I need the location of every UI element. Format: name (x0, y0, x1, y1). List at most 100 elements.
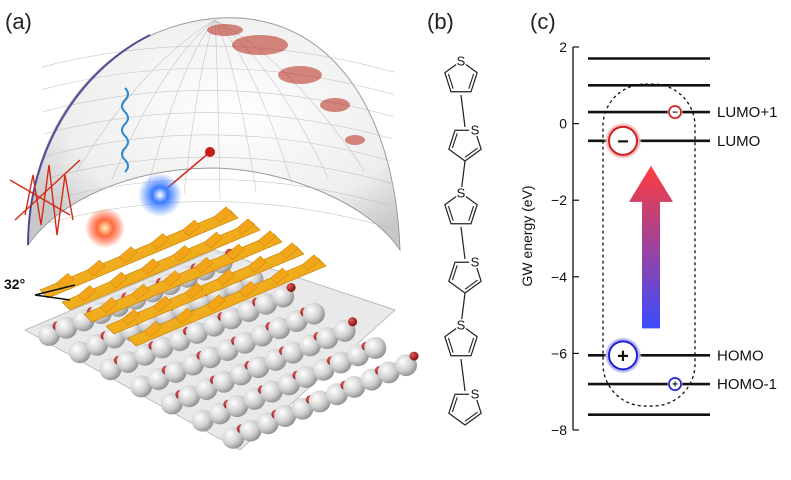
sulfur-backdrop (455, 187, 467, 199)
substrate-atom (260, 380, 283, 403)
electron-marker (608, 125, 638, 156)
thiophene-flag (270, 267, 289, 285)
thiophene-flag (216, 268, 236, 286)
substrate-atom (55, 316, 78, 339)
electron-sign: − (617, 131, 629, 153)
energy-level-label: HOMO-1 (717, 376, 777, 393)
substrate-atom (68, 341, 91, 364)
thiophene-flag (77, 284, 97, 302)
ring-bonds (444, 192, 478, 225)
substrate-atom (199, 346, 222, 369)
electron-glow (85, 208, 125, 248)
thiophene-flag (162, 270, 182, 288)
y-ticks: 20−2−4−6−8 (551, 39, 579, 438)
dome-grid-line (46, 156, 392, 184)
thiophene-flag (87, 259, 106, 277)
ring-bonds (444, 60, 478, 93)
substrate-atom (377, 361, 400, 384)
y-tick-label: −2 (551, 192, 567, 208)
double-bond (447, 73, 454, 89)
thiophene-flag (194, 256, 214, 274)
double-bond (451, 265, 458, 281)
substrate-atom (239, 419, 262, 442)
oxygen-atom (348, 317, 358, 327)
double-bond (468, 73, 475, 89)
electron-sign: − (672, 108, 678, 119)
energy-level-label: LUMO+1 (717, 104, 777, 121)
dome-grid-line (47, 178, 391, 206)
substrate-atom (212, 370, 235, 393)
substrate-atom (329, 351, 352, 374)
thiophene-flag (238, 280, 258, 298)
thiophene-flag (172, 244, 192, 262)
substrate-atom (343, 375, 366, 398)
y-tick-label: 0 (559, 116, 567, 132)
thiophene-flag (279, 242, 299, 260)
double-bond (464, 279, 478, 290)
sulfur-atom-label: S (457, 54, 466, 69)
sulfur-backdrop (468, 124, 481, 137)
ring-bonds (448, 129, 482, 162)
sulfur-backdrop (468, 388, 481, 401)
dome-grid-line (75, 19, 216, 173)
hole-sign: + (617, 345, 629, 367)
substrate-atom (274, 404, 297, 427)
sulfur-atom-label: S (457, 186, 466, 201)
substrate-atom (233, 331, 256, 354)
dome-grid-line (147, 19, 216, 187)
thiophene-flag (226, 243, 245, 261)
substrate-atom (178, 385, 201, 408)
ring-bonds (448, 393, 482, 426)
sulfur-atom-label: S (457, 318, 466, 333)
tilt-angle-label: 32° (4, 276, 25, 292)
substrate-atom (268, 317, 291, 340)
incoming-light-wave (121, 87, 129, 173)
thiophene-ring: S (448, 123, 482, 162)
substrate-atom (226, 395, 249, 418)
inter-ring-bond (460, 94, 466, 128)
substrate-atom (164, 360, 187, 383)
substrate-atom (281, 341, 304, 364)
y-axis-label: GW energy (eV) (519, 185, 535, 286)
double-bond (451, 397, 458, 413)
thiophene-flag (182, 219, 201, 237)
sulfur-backdrop (455, 55, 467, 67)
panel-label-a: (a) (5, 9, 32, 34)
panel-label-b: (b) (427, 9, 454, 34)
thiophene-flag (204, 231, 223, 249)
thiophene-flag (109, 271, 128, 289)
electron-marker (668, 105, 682, 119)
charge-carriers: −−++ (604, 104, 683, 393)
dome-intensity-spots (207, 24, 365, 145)
thiophene-flag (150, 232, 170, 250)
panel-label-c: (c) (530, 9, 556, 34)
thiophene-flag (143, 320, 163, 338)
hemisphere-dome (27, 17, 401, 252)
hole-glow (138, 173, 182, 217)
panel-a-illustration: 32° (4, 17, 419, 451)
thiophene-flag (184, 282, 204, 300)
y-tick-label: −6 (551, 345, 567, 361)
photoelectron (205, 147, 215, 157)
double-bond (464, 411, 478, 422)
substrate-atom (316, 327, 339, 350)
excitation-arrow (629, 165, 673, 329)
thiophene-ring: S (448, 255, 482, 294)
angle-indicator (34, 284, 76, 301)
double-bond (447, 337, 454, 353)
dome-grid-line (45, 134, 392, 162)
double-bond (451, 133, 458, 149)
thiophene-ring: S (444, 54, 478, 93)
double-bond (464, 147, 478, 158)
sulfur-backdrop (455, 319, 467, 331)
double-bond (447, 205, 454, 221)
thiophene-flag (121, 308, 141, 326)
thiophene-flag (248, 255, 267, 273)
thiophene-flag (118, 246, 138, 264)
sulfur-atom-label: S (471, 387, 480, 402)
double-bond (468, 205, 475, 221)
molecule-ribbons (39, 206, 327, 347)
thiophene-flag (235, 218, 255, 236)
substrate-atom (103, 326, 126, 349)
inter-ring-bond (460, 358, 466, 392)
